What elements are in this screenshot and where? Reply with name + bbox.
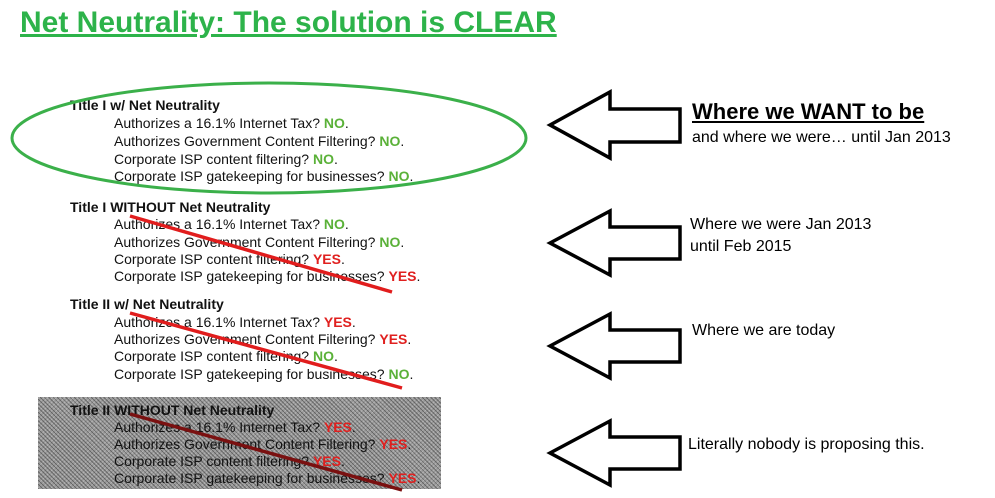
answer: NO	[379, 133, 401, 149]
list-item: Corporate ISP gatekeeping for businesses…	[114, 168, 414, 184]
answer: YES	[379, 331, 408, 347]
block-heading: Title I WITHOUT Net Neutrality	[70, 199, 271, 215]
arrow-left-icon	[546, 208, 682, 278]
arrow-left-icon	[546, 418, 682, 488]
answer: YES	[388, 470, 417, 486]
page-title: Net Neutrality: The solution is CLEAR	[20, 6, 557, 39]
list-item: Corporate ISP content filtering? YES.	[114, 453, 345, 469]
list-item: Corporate ISP content filtering? NO.	[114, 151, 338, 167]
strike-line-1	[129, 214, 393, 294]
strike-line-2	[129, 311, 403, 390]
answer: YES	[312, 453, 341, 469]
description-text: until Feb 2015	[690, 238, 792, 255]
answer: NO	[388, 366, 410, 382]
highlight-ellipse	[10, 81, 528, 195]
list-item: Corporate ISP gatekeeping for businesses…	[114, 366, 414, 382]
answer: NO	[323, 115, 345, 131]
answer: NO	[312, 151, 334, 167]
answer: NO	[323, 216, 345, 232]
description-text: Literally nobody is proposing this.	[688, 436, 925, 453]
block-heading: Title II w/ Net Neutrality	[70, 296, 224, 312]
list-item: Authorizes Government Content Filtering?…	[114, 234, 405, 250]
arrow-left-icon	[546, 311, 682, 381]
description-text: and where we were… until Jan 2013	[692, 129, 951, 146]
block-heading: Title II WITHOUT Net Neutrality	[70, 402, 275, 418]
description-title: Where we WANT to be	[692, 99, 925, 124]
list-item: Authorizes Government Content Filtering?…	[114, 133, 405, 149]
list-item: Authorizes a 16.1% Internet Tax? NO.	[114, 115, 349, 131]
answer: NO	[388, 168, 410, 184]
answer: NO	[312, 348, 334, 364]
block-heading: Title I w/ Net Neutrality	[70, 97, 220, 113]
answer: NO	[379, 234, 401, 250]
list-item: Corporate ISP gatekeeping for businesses…	[114, 470, 421, 486]
description-text: Where we were Jan 2013	[690, 216, 872, 233]
list-item: Authorizes Government Content Filtering?…	[114, 436, 412, 452]
list-item: Corporate ISP content filtering? NO.	[114, 348, 338, 364]
arrow-left-icon	[546, 89, 682, 161]
description-text: Where we are today	[692, 322, 836, 339]
answer: YES	[379, 436, 408, 452]
answer: YES	[312, 251, 341, 267]
strike-line-3	[129, 412, 403, 492]
answer: YES	[323, 314, 352, 330]
list-item: Authorizes a 16.1% Internet Tax? YES.	[114, 314, 356, 330]
answer: YES	[388, 268, 417, 284]
answer: YES	[323, 419, 352, 435]
list-item: Authorizes Government Content Filtering?…	[114, 331, 412, 347]
